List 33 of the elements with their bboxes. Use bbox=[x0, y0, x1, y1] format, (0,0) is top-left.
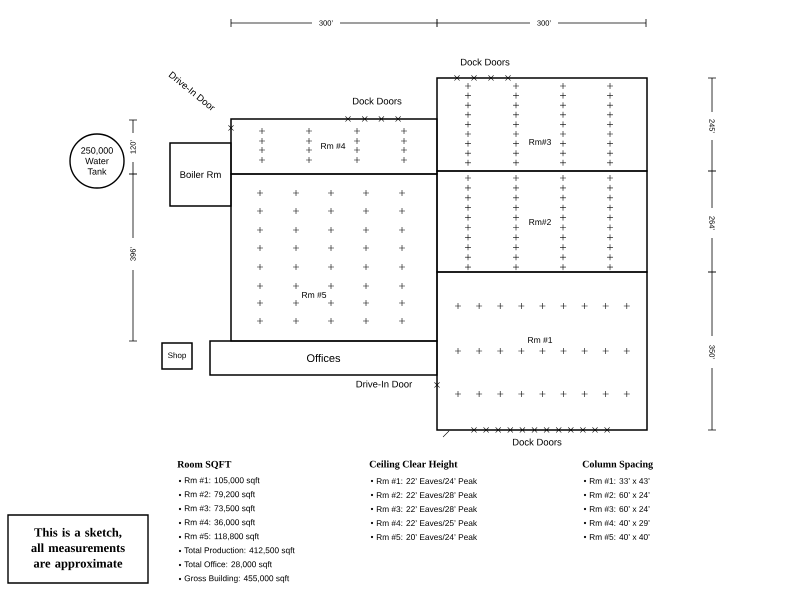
list-heading: Ceiling Clear Height bbox=[370, 460, 458, 470]
room-box: Rm#2 bbox=[436, 170, 648, 273]
list-item: Total Office: 28,000 sqft bbox=[178, 561, 272, 569]
room-box: Rm #1 bbox=[436, 271, 648, 431]
door-label: Dock Doors bbox=[460, 58, 510, 66]
list-item: Rm #2: 79,200 sqft bbox=[178, 491, 256, 499]
list-item: Total Production: 412,500 sqft bbox=[178, 547, 295, 555]
list-item: Rm #2: 60’ x 24’ bbox=[584, 492, 650, 498]
list-item: Rm #4: 22’ Eaves/25’ Peak bbox=[370, 520, 478, 526]
office-box: Offices bbox=[209, 340, 438, 376]
shop-box: Shop bbox=[161, 342, 193, 370]
list-item: Rm #4: 36,000 sqft bbox=[178, 519, 256, 527]
note-box: This is a sketch, all measurements are approximate bbox=[7, 514, 149, 584]
list-item: Rm #4: 40’ x 29’ bbox=[584, 520, 650, 526]
list-heading: Column Spacing bbox=[582, 460, 653, 470]
room-box: Rm #5 bbox=[230, 173, 438, 342]
list-item: Rm #3: 60’ x 24’ bbox=[584, 506, 650, 512]
boiler-room-box: Boiler Rm bbox=[169, 142, 232, 207]
list-item: Rm #1: 22’ Eaves/24’ Peak bbox=[370, 478, 478, 484]
list-item: Rm #5: 20’ Eaves/24’ Peak bbox=[370, 534, 478, 540]
list-item: Rm #5: 40’ x 40’ bbox=[584, 534, 650, 540]
list-item: Rm #3: 22’ Eaves/28’ Peak bbox=[370, 506, 478, 512]
list-item: Rm #5: 118,800 sqft bbox=[178, 533, 260, 541]
door-label: Dock Doors bbox=[352, 98, 402, 104]
list-item: Rm #3: 73,500 sqft bbox=[178, 505, 256, 513]
list-heading: Room SQFT bbox=[177, 460, 232, 470]
room-box: Rm#3 bbox=[436, 77, 648, 172]
list-item: Rm #1: 33’ x 43’ bbox=[584, 478, 650, 484]
room-box: Rm #4 bbox=[230, 118, 438, 175]
door-label: Drive-In Door bbox=[356, 380, 412, 388]
list-item: Rm #2: 22’ Eaves/28’ Peak bbox=[370, 492, 478, 498]
list-item: Gross Building: 455,000 sqft bbox=[178, 575, 290, 583]
list-item: Rm #1: 105,000 sqft bbox=[178, 477, 260, 485]
